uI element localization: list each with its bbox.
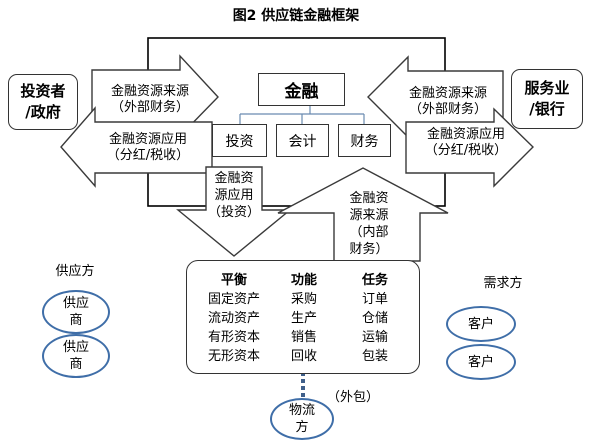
left-out-line1: 金融资源应用 (108, 132, 187, 147)
down-line1: 金融资 (214, 171, 254, 186)
core-item: 仓储 (361, 311, 388, 326)
right-out-text: 金融资源应用 （分红/税收） (412, 127, 520, 159)
supplier-node-2-line2: 商 (69, 357, 83, 372)
demand-node-2: 客户 (446, 344, 516, 380)
finance-item-invest-label: 投资 (225, 133, 254, 150)
left-out-line2: （分红/税收） (106, 148, 190, 163)
up-line4: 财务） (349, 242, 389, 257)
down-arrow (176, 166, 292, 257)
supplier-label: 供应方 (55, 264, 95, 279)
core-item: 包装 (361, 349, 388, 364)
up-arrow (277, 167, 449, 262)
finance-box: 金融 (258, 73, 345, 106)
core-item: 无形资本 (207, 349, 260, 364)
demand-node-1-label: 客户 (467, 316, 494, 332)
finance-item-accounting: 会计 (276, 124, 329, 157)
investor-line2: /政府 (25, 103, 61, 121)
left-in-line2: （外部财务） (110, 100, 189, 115)
core-header-function: 功能 (290, 273, 317, 288)
up-line1: 金融资 (349, 191, 389, 206)
finance-label: 金融 (284, 82, 319, 102)
core-item: 流动资产 (207, 311, 260, 326)
down-line3: （投资） (207, 205, 260, 220)
up-line3: （内部 (349, 225, 389, 240)
core-item: 生产 (290, 311, 317, 326)
demand-node-2-label: 客户 (467, 354, 494, 370)
supplier-node-1: 供应 商 (42, 290, 110, 334)
down-line2: 源应用 (214, 188, 254, 203)
core-column-task: 任务 订单 仓储 运输 包装 (350, 271, 400, 366)
left-out-arrow (60, 106, 213, 188)
demand-node-1: 客户 (446, 306, 516, 342)
left-in-text: 金融资源来源 （外部财务） (96, 84, 204, 116)
right-out-line2: （分红/税收） (424, 143, 508, 158)
supplier-node-2-line1: 供应 (62, 340, 89, 355)
core-item: 运输 (361, 330, 388, 345)
down-arrow-text: 金融资 源应用 （投资） (204, 170, 264, 221)
core-column-balance: 平衡 固定资产 流动资产 有形资本 无形资本 (199, 271, 269, 366)
right-out-line1: 金融资源应用 (426, 127, 505, 142)
right-in-text: 金融资源来源 （外部财务） (394, 86, 502, 118)
logistics-node: 物流 方 (270, 398, 334, 440)
service-box: 服务业 /银行 (511, 69, 583, 129)
supplier-node-2: 供应 商 (42, 334, 110, 378)
core-box: 平衡 固定资产 流动资产 有形资本 无形资本 功能 采购 生产 销售 回收 任务… (186, 260, 420, 374)
right-in-line1: 金融资源来源 (408, 86, 487, 101)
finance-item-finance-label: 财务 (350, 133, 379, 150)
core-header-balance: 平衡 (220, 273, 247, 288)
right-out-arrow (405, 107, 534, 188)
service-line1: 服务业 (524, 79, 570, 97)
demand-label: 需求方 (483, 276, 523, 291)
finance-item-finance: 财务 (338, 124, 391, 157)
core-column-function: 功能 采购 生产 销售 回收 (279, 271, 329, 366)
logistics-line1: 物流 (288, 403, 315, 418)
figure-title: 图2 供应链金融框架 (232, 8, 360, 24)
supplier-node-1-line2: 商 (69, 313, 83, 328)
core-item: 采购 (290, 292, 317, 307)
right-in-line2: （外部财务） (408, 102, 487, 117)
up-arrow-text: 金融资 源来源 （内部 财务） (336, 190, 402, 258)
investor-box: 投资者 /政府 (8, 74, 78, 130)
service-line2: /银行 (529, 100, 565, 118)
core-item: 有形资本 (207, 330, 260, 345)
investor-line1: 投资者 (20, 82, 66, 100)
supplier-node-1-line1: 供应 (62, 296, 89, 311)
up-line2: 源来源 (349, 208, 389, 223)
core-item: 订单 (361, 292, 388, 307)
core-header-task: 任务 (361, 273, 388, 288)
core-item: 固定资产 (207, 292, 260, 307)
core-item: 销售 (290, 330, 317, 345)
logistics-outsource-label: （外包） (326, 390, 379, 405)
left-out-text: 金融资源应用 （分红/税收） (88, 132, 208, 164)
finance-item-invest: 投资 (212, 124, 267, 157)
logistics-line2: 方 (295, 420, 309, 435)
left-in-line1: 金融资源来源 (110, 84, 189, 99)
finance-item-accounting-label: 会计 (288, 133, 317, 150)
core-item: 回收 (290, 349, 317, 364)
